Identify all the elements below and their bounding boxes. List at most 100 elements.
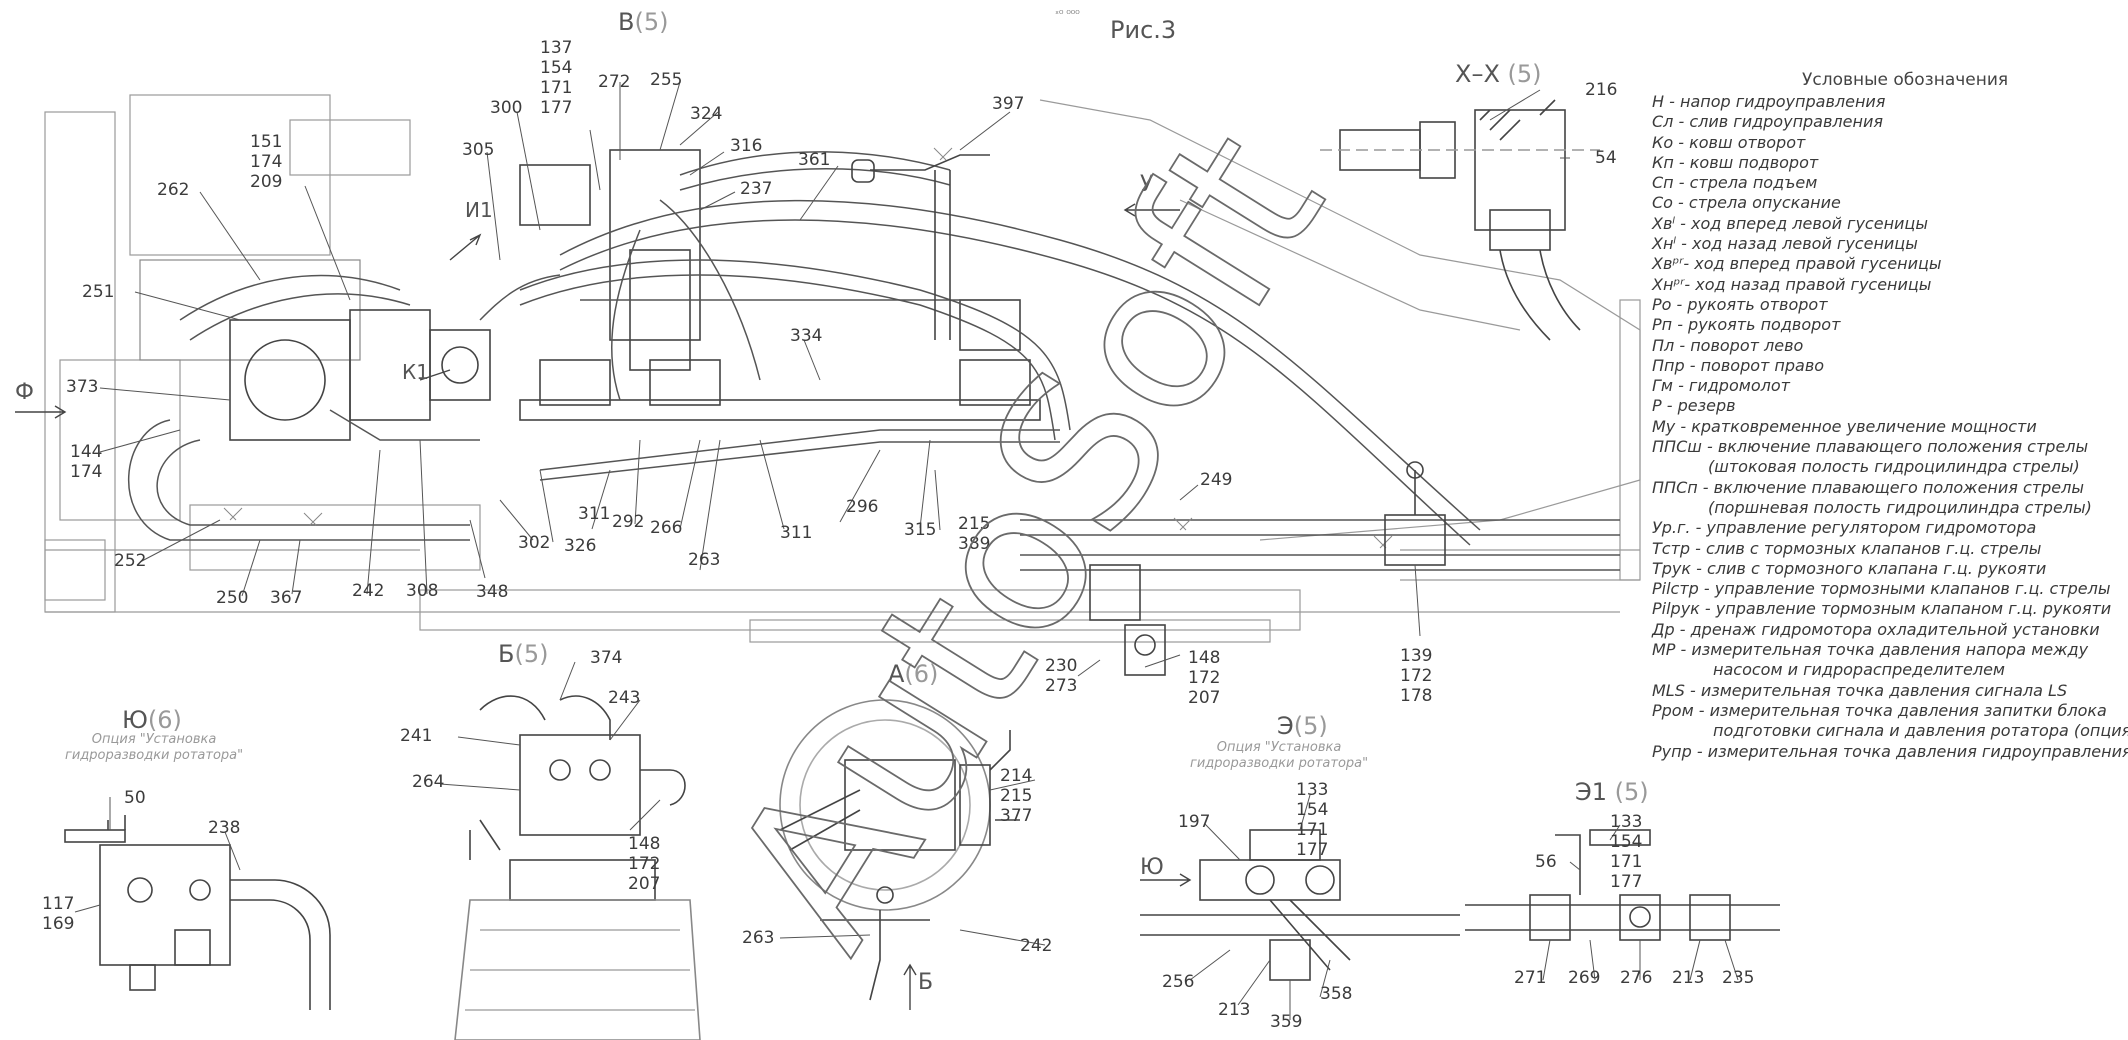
callout-230: 230 273	[1045, 656, 1078, 696]
callout-139: 139 172 178	[1400, 646, 1433, 706]
legend-item: Р - резерв	[1652, 396, 1736, 416]
callout-271: 271	[1514, 968, 1547, 988]
callout-308: 308	[406, 581, 439, 601]
arrow-f-label: Ф	[15, 380, 34, 405]
callout-311-right: 311	[780, 523, 813, 543]
callout-243: 243	[608, 688, 641, 708]
callout-263-a: 263	[742, 928, 775, 948]
view-a-index: (6)	[904, 660, 939, 688]
callout-374: 374	[590, 648, 623, 668]
legend: Условные обозначения Н - напор гидроупра…	[1652, 70, 2128, 762]
callout-235: 235	[1722, 968, 1755, 988]
legend-item: ППСш - включение плавающего положения ст…	[1652, 437, 2089, 457]
legend-item: Ппр - поворот право	[1652, 355, 1825, 375]
view-b-heading: Б(5)	[498, 640, 548, 668]
callout-242-a: 242	[1020, 936, 1053, 956]
legend-item: Хнˡ - ход назад левой гусеницы	[1652, 234, 1918, 254]
callout-264: 264	[412, 772, 445, 792]
callout-56: 56	[1535, 852, 1557, 872]
view-b	[454, 695, 701, 1040]
view-b-index: (5)	[514, 640, 549, 668]
callout-133-e1: 133 154 171 177	[1610, 812, 1643, 892]
legend-item: Рром - измерительная точка давления запи…	[1652, 700, 2107, 720]
legend-item: Др - дренаж гидромотора охладительной ус…	[1652, 619, 2100, 639]
chassis-frame	[44, 94, 1641, 643]
legend-item: Пл - поворот лево	[1652, 335, 1804, 355]
callout-272: 272	[598, 72, 631, 92]
arrow-i1-label: И1	[465, 198, 493, 222]
legend-item: насосом и гидрораспределителем	[1652, 660, 2005, 680]
callout-361: 361	[798, 150, 831, 170]
view-e1	[1465, 829, 1780, 941]
figure-title: Рис.3	[1110, 16, 1177, 44]
callout-241: 241	[400, 726, 433, 746]
view-e1-heading: Э1 (5)	[1575, 778, 1649, 806]
legend-item: Ур.г. - управление регулятором гидромото…	[1652, 518, 2037, 538]
arrow-u-label: У	[1140, 172, 1154, 197]
legend-item: МР - измерительная точка давления напора…	[1652, 640, 2089, 660]
callout-197: 197	[1178, 812, 1211, 832]
callout-151: 151 174 209	[250, 132, 283, 192]
view-a	[779, 699, 1020, 1001]
hose-bundle	[127, 151, 1620, 571]
section-xx	[1320, 99, 1600, 341]
direction-arrows	[15, 203, 1192, 1010]
callout-148-main: 148 172 207	[1188, 648, 1221, 708]
view-xx-index: (5)	[1507, 60, 1542, 88]
legend-item: Pilстр - управление тормозными клапанов …	[1652, 579, 2111, 599]
arrow-b-label: Б	[918, 970, 934, 995]
legend-item: (штоковая полость гидроцилиндра стрелы)	[1652, 457, 2080, 477]
callout-358: 358	[1320, 984, 1353, 1004]
view-e-name: Э	[1277, 712, 1294, 740]
legend-item: Pilрук - управление тормозным клапаном г…	[1652, 599, 2112, 619]
right-fitting	[1089, 461, 1446, 676]
view-v-name: В	[618, 8, 635, 36]
legend-item: Хвᵖʳ- ход вперед правой гусеницы	[1652, 254, 1942, 274]
leader-lines	[74, 81, 1739, 1020]
callout-269: 269	[1568, 968, 1601, 988]
callout-315: 315	[904, 520, 937, 540]
view-a-name: А	[888, 660, 905, 688]
legend-item: подготовки сигнала и давления ротатора (…	[1652, 721, 2128, 741]
view-yu-name: Ю	[122, 706, 148, 734]
callout-397: 397	[992, 94, 1025, 114]
view-yu	[64, 815, 331, 1010]
callout-324: 324	[690, 104, 723, 124]
callout-214: 214 215 377	[1000, 766, 1033, 826]
callout-251: 251	[82, 282, 115, 302]
view-e1-index: (5)	[1614, 778, 1649, 806]
option-note-e: Опция "Установка гидроразводки ротатора"	[1190, 740, 1369, 771]
view-a-heading: А(6)	[888, 660, 938, 688]
legend-item: Сп - стрела подъем	[1652, 173, 1818, 193]
callout-311-left: 311	[578, 504, 611, 524]
view-v-heading: В(5)	[618, 8, 668, 36]
hose-hatch	[223, 147, 1393, 549]
callout-300: 300	[490, 98, 523, 118]
legend-item: ППСп - включение плавающего положения ст…	[1652, 477, 2084, 497]
callout-238: 238	[208, 818, 241, 838]
callout-359: 359	[1270, 1012, 1303, 1032]
callout-133-e: 133 154 171 177	[1296, 780, 1329, 860]
view-e	[1140, 829, 1460, 981]
callout-50: 50	[124, 788, 146, 808]
sheet-mark: ˣᴼ ᴼᴼᴼ	[1055, 10, 1080, 20]
view-b-name: Б	[498, 640, 515, 668]
callout-256: 256	[1162, 972, 1195, 992]
view-xx-name: Х–Х	[1455, 60, 1500, 88]
callout-262: 262	[157, 180, 190, 200]
callout-334: 334	[790, 326, 823, 346]
legend-item: Кп - ковш подворот	[1652, 152, 1819, 172]
view-xx-heading: Х–Х (5)	[1455, 60, 1542, 88]
view-yu-heading: Ю(6)	[122, 706, 182, 734]
callout-242: 242	[352, 581, 385, 601]
legend-item: Му - кратковременное увеличение мощности	[1652, 416, 2037, 436]
callout-250: 250	[216, 588, 249, 608]
callout-292: 292	[612, 512, 645, 532]
callout-367: 367	[270, 588, 303, 608]
view-e-index: (5)	[1293, 712, 1328, 740]
legend-item: Трук - слив с тормозного клапана г.ц. ру…	[1652, 558, 2047, 578]
callout-276: 276	[1620, 968, 1653, 988]
callout-137: 137 154 171 177	[540, 38, 573, 118]
